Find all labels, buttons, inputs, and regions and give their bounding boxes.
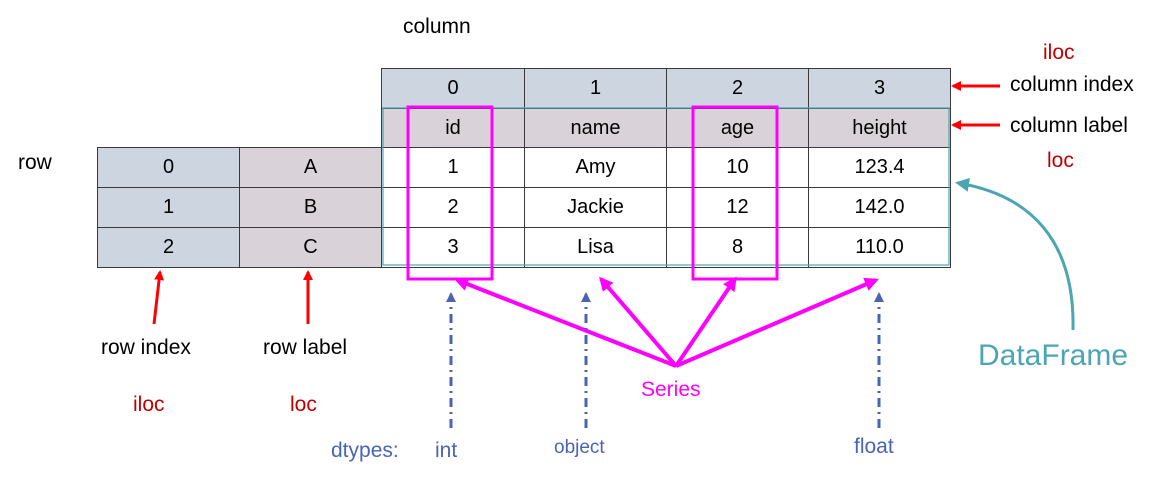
dtype-object: object [554, 437, 605, 458]
column-index-cell: 0 [381, 68, 525, 109]
iloc-row-caption: iloc [133, 393, 165, 416]
value-cell: Jackie [524, 187, 667, 228]
row-label-caption: row label [263, 336, 348, 359]
row-caption: row [18, 151, 52, 174]
dataframe-arrow [955, 177, 1075, 331]
value-cell: Lisa [524, 227, 667, 268]
table-row: 2 C 3 Lisa 8 110.0 [97, 227, 951, 268]
column-caption: column [403, 15, 471, 38]
row-index-arrow [152, 270, 165, 325]
value-cell: 1 [381, 147, 525, 188]
value-cell: 123.4 [808, 147, 951, 188]
series-caption: Series [641, 378, 701, 401]
column-label-row: id name age height [381, 108, 951, 149]
loc-row-caption: loc [290, 393, 317, 416]
iloc-column-caption: iloc [1043, 41, 1075, 64]
column-index-cell: 2 [666, 68, 809, 109]
column-label-cell: age [666, 108, 809, 149]
row-index-caption: row index [101, 336, 191, 359]
column-header-table: 0 1 2 3 id name age height [381, 68, 951, 149]
value-cell: 8 [666, 227, 809, 268]
row-index-cell: 0 [97, 147, 240, 188]
dtype-float: float [854, 435, 894, 458]
dtypes-caption: dtypes: [331, 439, 399, 462]
column-label-cell: height [808, 108, 951, 149]
loc-column-caption: loc [1047, 149, 1074, 172]
value-cell: 110.0 [808, 227, 951, 268]
series-arrow-height [675, 277, 879, 368]
column-index-caption: column index [1010, 73, 1134, 96]
column-label-cell: id [381, 108, 525, 149]
series-box-age [691, 105, 779, 281]
series-arrow-name [599, 276, 678, 368]
column-label-cell: name [524, 108, 667, 149]
column-index-row: 0 1 2 3 [381, 68, 951, 109]
dtype-int: int [435, 439, 458, 462]
dataframe-outline [382, 107, 950, 266]
value-cell: 10 [666, 147, 809, 188]
column-index-cell: 3 [808, 68, 951, 109]
dataframe-body-table: 0 A 1 Amy 10 123.4 1 B 2 Jackie 12 142.0… [97, 147, 951, 268]
series-arrow-id [454, 277, 677, 368]
series-box-id [406, 105, 494, 281]
value-cell: 142.0 [808, 187, 951, 228]
column-label-caption: column label [1010, 114, 1128, 137]
row-label-cell: C [239, 227, 382, 268]
row-index-cell: 1 [97, 187, 240, 228]
row-label-cell: B [239, 187, 382, 228]
row-index-cell: 2 [97, 227, 240, 268]
value-cell: 3 [381, 227, 525, 268]
series-arrow-age [674, 276, 737, 368]
table-row: 1 B 2 Jackie 12 142.0 [97, 187, 951, 228]
row-label-cell: A [239, 147, 382, 188]
dataframe-caption: DataFrame [978, 339, 1129, 372]
value-cell: 12 [666, 187, 809, 228]
